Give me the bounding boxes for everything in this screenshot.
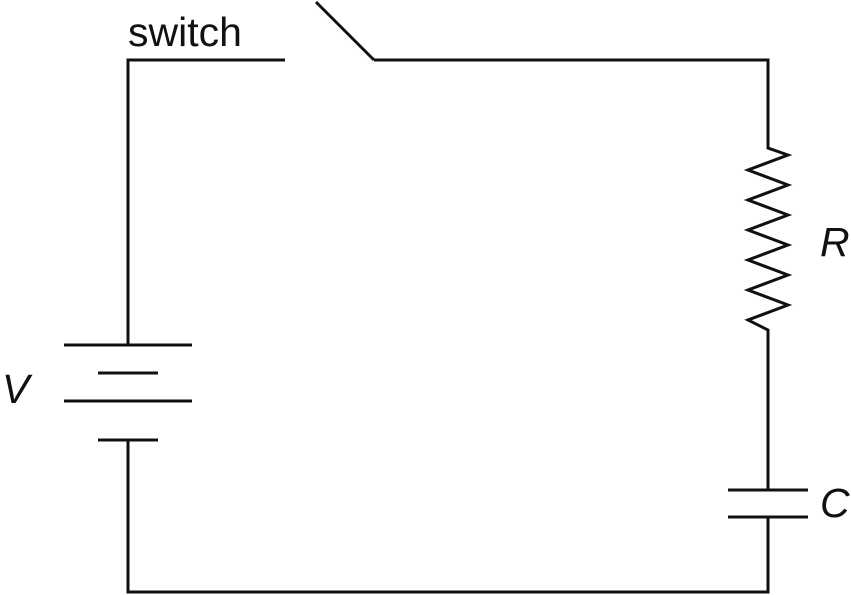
wire-bottom (126, 440, 770, 594)
switch-blade (314, 0, 376, 62)
wire-top-right (374, 58, 770, 138)
switch-label: switch (128, 9, 242, 55)
capacitor-label: C (820, 480, 850, 526)
wire-top-left (126, 58, 285, 345)
resistor (743, 138, 793, 338)
voltage-label: V (2, 366, 33, 412)
resistor-label: R (820, 219, 850, 265)
